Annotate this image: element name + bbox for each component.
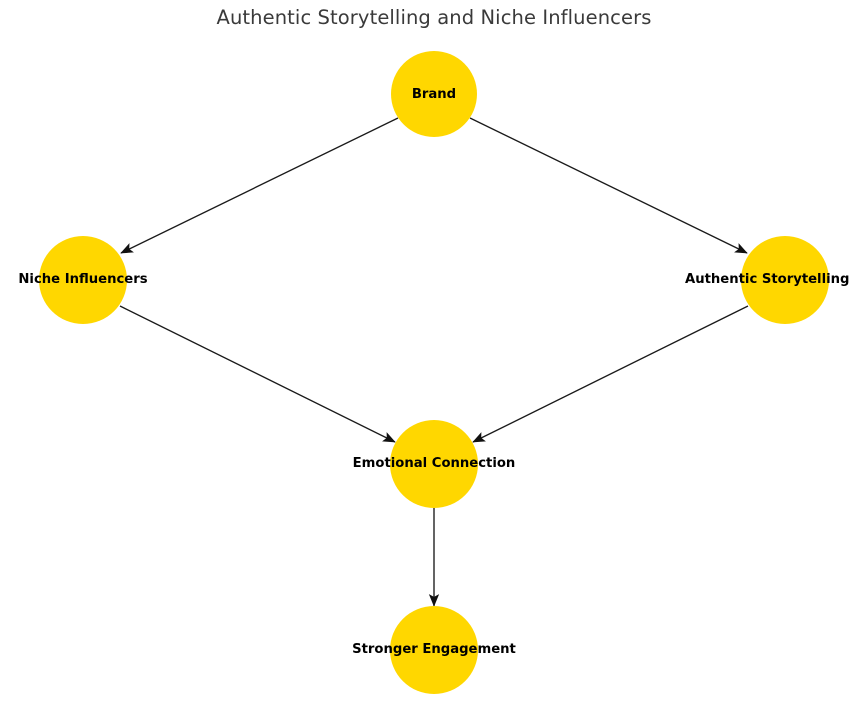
node-authentic-storytelling[interactable]	[741, 236, 829, 324]
node-label-stronger-engagement: Stronger Engagement	[352, 642, 516, 657]
page-title: Authentic Storytelling and Niche Influen…	[216, 6, 652, 29]
node-brand[interactable]	[391, 51, 477, 137]
edge-authentic-storytelling-to-emotional-connection	[472, 305, 749, 443]
edge-niche-influencers-to-emotional-connection	[119, 305, 396, 443]
node-label-niche-influencers: Niche Influencers	[18, 272, 148, 287]
edge-brand-to-authentic-storytelling	[469, 117, 748, 254]
node-label-brand: Brand	[411, 87, 457, 102]
node-emotional-connection[interactable]	[390, 420, 478, 508]
node-label-authentic-storytelling: Authentic Storytelling	[685, 272, 850, 287]
edge-brand-to-niche-influencers	[120, 117, 399, 254]
node-niche-influencers[interactable]	[39, 236, 127, 324]
node-label-emotional-connection: Emotional Connection	[352, 456, 516, 471]
node-stronger-engagement[interactable]	[390, 606, 478, 694]
